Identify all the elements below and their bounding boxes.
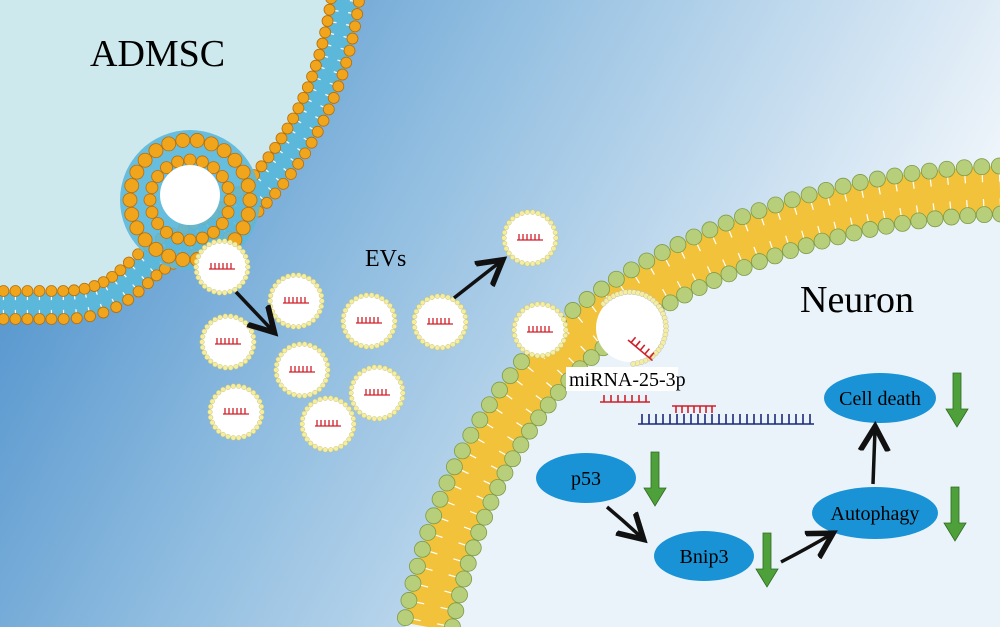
release-arrow xyxy=(234,290,272,330)
budding-vesicle xyxy=(120,130,260,270)
mirna-label: miRNA-25-3p xyxy=(569,369,686,391)
extracellular-vesicles xyxy=(193,209,569,453)
node-cell-death: Cell death xyxy=(824,373,936,423)
admsc-label: ADMSC xyxy=(90,33,225,75)
node-p53: p53 xyxy=(536,453,636,503)
mrna-strand-icon xyxy=(638,414,814,425)
ev-vesicle-icon xyxy=(501,209,559,267)
mirna-label-box xyxy=(566,367,678,391)
mirna-strand-icon xyxy=(600,395,716,413)
fusing-vesicle xyxy=(596,289,669,367)
neuron-membrane-band xyxy=(404,166,1000,627)
uptake-arrow xyxy=(452,262,500,300)
ev-vesicle-icon xyxy=(411,293,469,351)
pathway-arrow-icon xyxy=(873,430,875,485)
pathway-arrows xyxy=(605,430,875,564)
svg-text:p53: p53 xyxy=(571,468,601,490)
ev-vesicle-icon xyxy=(199,313,257,371)
evs-label: EVs xyxy=(365,246,406,272)
ev-vesicle-icon xyxy=(267,272,325,330)
node-bnip3: Bnip3 xyxy=(654,531,754,581)
pathway-arrow-icon xyxy=(605,505,641,537)
ev-vesicle-icon xyxy=(273,341,331,399)
ev-vesicle-icon xyxy=(193,238,251,296)
ev-vesicle-icon xyxy=(348,364,406,422)
down-arrow-icon xyxy=(755,532,779,588)
svg-text:Cell death: Cell death xyxy=(839,388,921,410)
ev-vesicle-icon xyxy=(299,395,357,453)
pathway-arrow-icon xyxy=(780,535,830,564)
down-arrow-icon xyxy=(943,486,967,542)
ev-vesicle-icon xyxy=(511,301,569,359)
down-arrow-icon xyxy=(643,451,667,507)
transport-arrows xyxy=(234,262,500,330)
node-autophagy: Autophagy xyxy=(812,487,938,539)
svg-text:Bnip3: Bnip3 xyxy=(680,546,729,568)
svg-text:Autophagy: Autophagy xyxy=(831,503,920,525)
neuron-label: Neuron xyxy=(800,279,914,321)
ev-vesicle-icon xyxy=(207,383,265,441)
down-arrow-icon xyxy=(945,372,969,428)
released-mirna xyxy=(627,336,655,362)
ev-vesicle-icon xyxy=(340,292,398,350)
